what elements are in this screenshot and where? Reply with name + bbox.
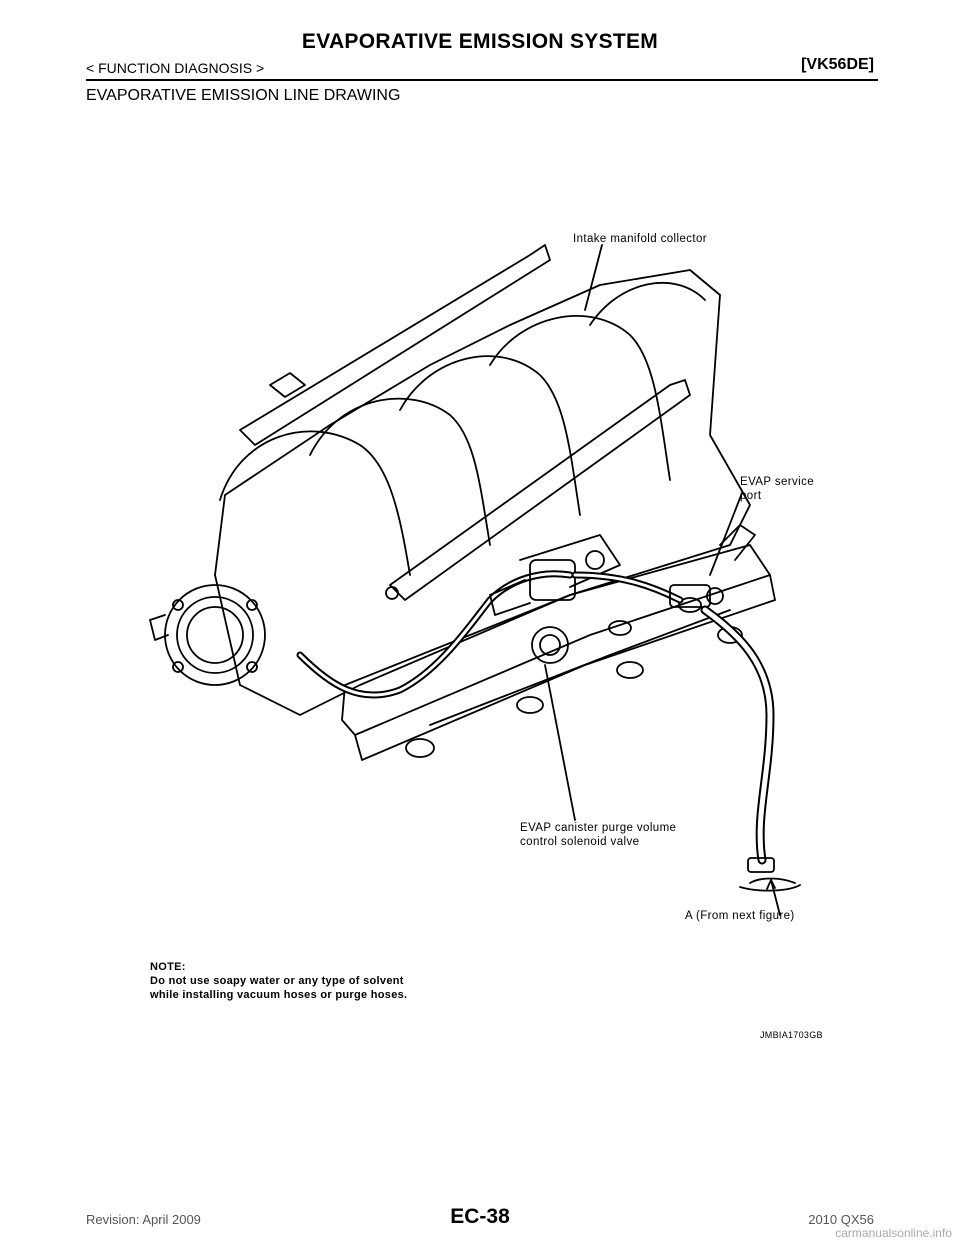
intake-manifold-illustration: [149, 244, 801, 916]
evap-line-drawing: Intake manifold collector EVAP service p…: [130, 215, 830, 950]
note-heading: NOTE:: [150, 961, 186, 973]
footer-revision: Revision: April 2009: [86, 1212, 201, 1227]
header-divider: [86, 79, 878, 81]
figure-code: JMBIA1703GB: [760, 1030, 823, 1040]
label-evap-service-port: EVAP service port: [740, 476, 815, 502]
page-number: EC-38: [450, 1205, 510, 1228]
watermark: carmanualsonline.info: [835, 1226, 952, 1240]
document-title: EVAPORATIVE EMISSION SYSTEM: [301, 30, 659, 53]
note-line-2: while installing vacuum hoses or purge h…: [150, 989, 408, 1001]
note-line-1: Do not use soapy water or any type of so…: [150, 975, 404, 987]
label-intake-manifold-collector: Intake manifold collector: [573, 233, 708, 245]
model-tag: [VK56DE]: [801, 56, 874, 73]
breadcrumb: < FUNCTION DIAGNOSIS >: [86, 60, 265, 76]
label-evap-purge-solenoid: EVAP canister purge volume control solen…: [520, 822, 677, 848]
note-block: NOTE: Do not use soapy water or any type…: [150, 960, 407, 1002]
label-a-from-next-figure: A (From next figure): [685, 910, 795, 922]
footer-model-year: 2010 QX56: [808, 1212, 874, 1227]
section-title: EVAPORATIVE EMISSION LINE DRAWING: [86, 87, 401, 104]
